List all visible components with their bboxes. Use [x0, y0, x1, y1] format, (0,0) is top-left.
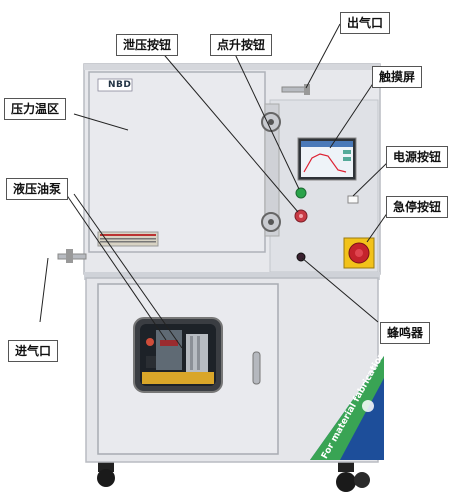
gas-outlet-fitting	[281, 84, 310, 95]
touchscreen-display[interactable]	[297, 137, 357, 181]
callout-inlet: 进气口	[8, 340, 59, 363]
leader-inlet	[39, 257, 49, 323]
callout-touchscreen: 触摸屏	[372, 66, 423, 89]
callout-outlet: 出气口	[340, 12, 391, 35]
leader-relief	[159, 49, 299, 213]
leader-chamber	[73, 113, 129, 131]
leader-touchscreen	[329, 81, 375, 149]
buzzer-shape	[296, 252, 306, 262]
callout-emergency-stop: 急停按钮	[386, 196, 449, 219]
callout-power-button: 电源按钮	[386, 146, 449, 169]
pump-window	[133, 317, 223, 393]
relief-button-shape[interactable]	[294, 209, 308, 223]
callout-jog-button: 点升按钮	[210, 34, 273, 57]
callout-buzzer: 蜂鸣器	[380, 322, 431, 345]
upper-cabinet	[83, 63, 381, 275]
callout-pressure-chamber: 压力温区	[4, 98, 67, 121]
caster-left-rear	[97, 462, 115, 487]
jog-button-shape[interactable]	[295, 187, 307, 199]
side-ribbon-text-wrap: For material fabrication	[306, 352, 384, 462]
leader-pump-2	[73, 193, 183, 349]
upper-hinge	[261, 112, 281, 132]
leader-jog	[233, 51, 300, 190]
leader-power	[352, 161, 389, 197]
lower-door	[97, 283, 279, 455]
leader-outlet	[305, 23, 341, 89]
leader-estop	[366, 211, 389, 243]
lower-hinge	[261, 212, 281, 232]
brand-text: NBD	[108, 80, 132, 90]
side-ribbon-text: For material fabrication	[320, 352, 384, 461]
callout-relief-button: 泄压按钮	[116, 34, 179, 57]
door-label	[97, 231, 159, 247]
callout-hydraulic-pump: 液压油泵	[6, 178, 69, 201]
power-button-shape[interactable]	[347, 195, 359, 204]
lower-door-handle[interactable]	[252, 351, 261, 385]
leader-pump	[65, 193, 167, 341]
control-panel	[269, 99, 379, 273]
leader-buzzer	[301, 257, 379, 323]
emergency-stop-shape[interactable]	[343, 237, 375, 269]
gas-inlet-fitting	[57, 249, 87, 263]
chamber-door	[88, 71, 266, 253]
caster-right	[336, 462, 370, 492]
